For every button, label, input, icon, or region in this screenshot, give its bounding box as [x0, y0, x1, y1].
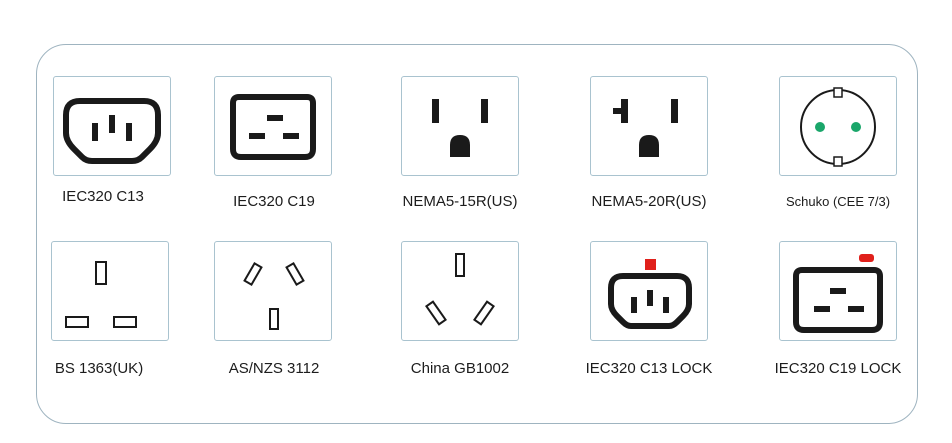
outlet-label: China GB1002: [410, 360, 510, 377]
china-gb1002-socket-icon: [425, 253, 495, 326]
outlet-tile-iec320-c19: [214, 76, 332, 176]
as-nzs-3112-socket-icon: [243, 261, 305, 330]
outlet-tile-iec320-c19-lock: [779, 241, 897, 341]
iec320-c19-socket-icon: [230, 94, 316, 160]
outlet-label: IEC320 C13: [62, 188, 144, 205]
outlet-tile-nema5-15r: [401, 76, 519, 176]
nema5-15r-socket-icon: [432, 99, 488, 157]
outlet-label: IEC320 C19: [233, 193, 315, 210]
outlet-label: NEMA5-15R(US): [402, 193, 518, 210]
iec320-c13-socket-icon: [63, 98, 161, 164]
outlet-label: Schuko (CEE 7/3): [785, 194, 891, 209]
outlet-label: IEC320 C13 LOCK: [585, 360, 713, 377]
outlet-tile-nema5-20r: [590, 76, 708, 176]
outlet-tile-iec320-c13: [53, 76, 171, 176]
bs-1363-socket-icon: [65, 261, 137, 328]
schuko-socket-icon: [800, 87, 876, 167]
outlet-tile-schuko: [779, 76, 897, 176]
outlet-tile-as-nzs-3112: [214, 241, 332, 341]
outlet-label: BS 1363(UK): [54, 360, 144, 377]
outlet-tile-iec320-c13-lock: [590, 241, 708, 341]
outlet-label: IEC320 C19 LOCK: [774, 360, 902, 377]
outlet-types-panel: [36, 44, 918, 424]
iec320-c19-lock-socket-icon: [793, 254, 883, 333]
outlet-label: AS/NZS 3112: [228, 360, 320, 377]
outlet-tile-china-gb1002: [401, 241, 519, 341]
iec320-c13-lock-socket-icon: [608, 259, 692, 329]
outlet-tile-bs-1363: [51, 241, 169, 341]
nema5-20r-socket-icon: [613, 99, 678, 157]
outlet-label: NEMA5-20R(US): [591, 193, 707, 210]
